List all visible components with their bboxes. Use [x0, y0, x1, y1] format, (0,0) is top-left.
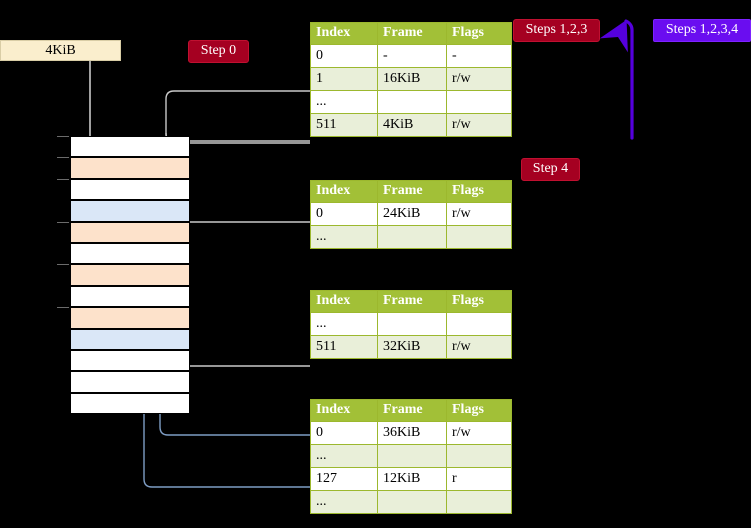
table-cell: ... [310, 312, 378, 336]
table-cell: r/w [446, 67, 512, 91]
frame-4kib-label: 4KiB [45, 43, 76, 58]
table-cell [446, 312, 512, 336]
table-cell [446, 444, 512, 468]
table-header-flags: Flags [446, 290, 512, 313]
table-row: 0-- [310, 44, 512, 68]
table-cell: - [377, 44, 447, 68]
memory-tick-mark [57, 221, 69, 223]
memory-frame-row [70, 285, 190, 308]
frame-4kib-box: 4KiB [0, 40, 121, 61]
table-header-index: Index [310, 180, 378, 203]
memory-frame-row [70, 350, 190, 372]
table-cell: 32KiB [377, 335, 447, 359]
memory-tick-mark [57, 178, 69, 180]
memory-tick-mark [57, 157, 69, 159]
memory-tick-mark [57, 136, 69, 137]
memory-frame-row [70, 328, 190, 350]
table-cell: ... [310, 444, 378, 468]
badge-steps-123: Steps 1,2,3 [513, 19, 600, 42]
table-cell: r/w [446, 335, 512, 359]
table-cell: r/w [446, 202, 512, 226]
table-cell: 12KiB [377, 467, 447, 491]
table-header-index: Index [310, 399, 378, 422]
table-cell [446, 490, 512, 514]
table-cell: 127 [310, 467, 378, 491]
memory-frame-row [70, 178, 190, 201]
table-cell: 16KiB [377, 67, 447, 91]
table-header-frame: Frame [377, 399, 447, 422]
table-row: ... [310, 490, 512, 514]
table-cell: 0 [310, 421, 378, 445]
table-cell [377, 90, 447, 114]
memory-column [57, 136, 190, 415]
table-cell: r/w [446, 421, 512, 445]
table-cell [377, 312, 447, 336]
badge-step-4: Step 4 [521, 158, 580, 181]
table-cell: ... [310, 490, 378, 514]
memory-frame-row [70, 307, 190, 329]
table-cell: r [446, 467, 512, 491]
memory-frame-row [70, 264, 190, 286]
table-cell [377, 490, 447, 514]
memory-tick-mark [57, 264, 69, 266]
table-row: ... [310, 312, 512, 336]
table-cell: 0 [310, 44, 378, 68]
memory-frame-row [70, 157, 190, 179]
wire-pml4-511-out [165, 90, 312, 142]
table-cell: 0 [310, 202, 378, 226]
table-header-flags: Flags [446, 22, 512, 45]
table-cell: ... [310, 90, 378, 114]
table-header-flags: Flags [446, 399, 512, 422]
wire-pt127-to-mem [143, 230, 312, 488]
memory-frame-row [70, 136, 190, 158]
table-header-index: Index [310, 22, 378, 45]
table-cell [446, 225, 512, 249]
table-cell: ... [310, 225, 378, 249]
table-header-frame: Frame [377, 290, 447, 313]
table-cell [377, 225, 447, 249]
table-cell: - [446, 44, 512, 68]
table-cell: r/w [446, 113, 512, 137]
table-cell [446, 90, 512, 114]
memory-frame-row [70, 392, 190, 415]
memory-frame-row [70, 221, 190, 243]
memory-frame-row [70, 200, 190, 222]
table-cell [377, 444, 447, 468]
table-row: ... [310, 225, 512, 249]
table-header-frame: Frame [377, 22, 447, 45]
table-cell: 24KiB [377, 202, 447, 226]
table-cell: 4KiB [377, 113, 447, 137]
table-cell: 1 [310, 67, 378, 91]
memory-frame-row [70, 243, 190, 265]
table-cell: 511 [310, 335, 378, 359]
table-header-flags: Flags [446, 180, 512, 203]
memory-frame-row [70, 371, 190, 393]
purple-step-arrow [599, 19, 634, 140]
table-row: ... [310, 444, 512, 468]
badge-steps-1234: Steps 1,2,3,4 [653, 19, 751, 42]
table-cell: 36KiB [377, 421, 447, 445]
wire-pt0-to-mem [159, 345, 312, 436]
memory-tick-mark [57, 307, 69, 309]
badge-step-0: Step 0 [188, 40, 249, 63]
table-header-index: Index [310, 290, 378, 313]
table-header-frame: Frame [377, 180, 447, 203]
table-cell: 511 [310, 113, 378, 137]
table-row: ... [310, 90, 512, 114]
